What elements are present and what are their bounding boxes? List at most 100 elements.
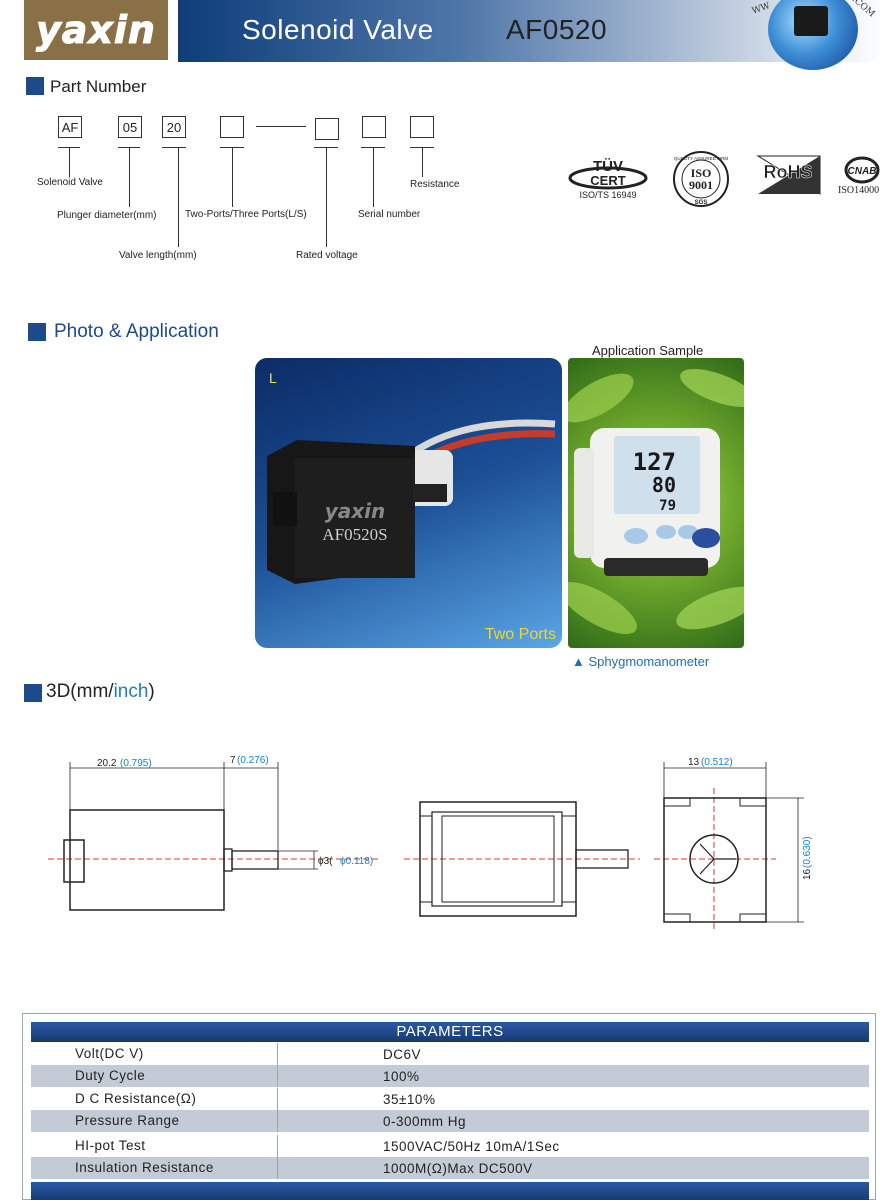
width-mm-label: 13 [688, 757, 700, 768]
globe-valve-image [794, 6, 828, 36]
param-key: Duty Cycle [75, 1068, 146, 1083]
label-rated-voltage: Rated voltage [296, 250, 358, 261]
product-model-text: AF0520S [322, 525, 387, 544]
dia-mm-label: ϕ3( [318, 856, 333, 867]
part-box-resistance [410, 116, 434, 138]
leader-v [129, 147, 130, 207]
leader-v [326, 147, 327, 247]
port-in-label: (0.276) [237, 755, 269, 766]
leader-v [69, 147, 70, 177]
col-divider [277, 1110, 278, 1132]
leader-h [162, 147, 186, 148]
photo-corner-label: L [269, 370, 277, 386]
iso9001-logo: QUALITY ASSURED FIRM ISO 9001 SGS [672, 150, 730, 208]
dimensions-heading-prefix: 3D(mm/ [46, 681, 114, 702]
page-title: Solenoid Valve [242, 14, 434, 45]
leader-v [232, 147, 233, 207]
width-in-label: (0.512) [701, 757, 733, 768]
label-resistance: Resistance [410, 179, 460, 190]
cnab-text: CNAB [848, 166, 877, 177]
param-value: 35±10% [383, 1092, 436, 1107]
bp-sys-value: 127 [633, 448, 676, 476]
part-dash [256, 126, 306, 127]
application-photo: 127 80 79 [568, 358, 744, 648]
bp-pulse-value: 79 [659, 498, 676, 514]
label-valve-length: Valve length(mm) [119, 250, 197, 261]
product-photo: L yaxin AF0520S Two Ports [255, 358, 562, 648]
param-key: Volt(DC V) [75, 1046, 144, 1061]
brand-logo: yaxin [24, 0, 168, 60]
tuv-cert-logo: TÜV CERT ISO/TS 16949 [566, 152, 650, 204]
param-value: 100% [383, 1069, 420, 1084]
height-mm-label: 16 [802, 868, 813, 880]
section-view-drawing [404, 801, 640, 917]
page-header: yaxin Solenoid Valve AF0520 WW .COM [0, 0, 884, 70]
leader-v [422, 147, 423, 177]
section-marker [24, 684, 42, 702]
part-box-length: 20 [162, 116, 186, 138]
leader-v [178, 147, 179, 247]
dimension-drawings: 20.2 (0.795) 7 (0.276) ϕ3( ϕ0.118) 13 (0… [48, 755, 813, 930]
label-plunger-diameter: Plunger diameter(mm) [57, 210, 157, 221]
parameters-table: PARAMETERS Volt(DC V) DC6V Duty Cycle 10… [22, 1013, 876, 1200]
param-value: 1000M(Ω)Max DC500V [383, 1161, 533, 1176]
end-view-drawing: 13 (0.512) 16 (0.630) [654, 757, 813, 930]
port-mm-label: 7 [230, 755, 236, 766]
col-divider [277, 1157, 278, 1179]
param-key: Insulation Resistance [75, 1160, 214, 1175]
table-row: Duty Cycle 100% [31, 1065, 869, 1087]
table-row: HI-pot Test 1500VAC/50Hz 10mA/1Sec [31, 1135, 869, 1157]
parameters-title: PARAMETERS [31, 1022, 869, 1042]
col-divider [277, 1043, 278, 1065]
dimensions-heading-inch: inch [113, 681, 149, 702]
tuv-top-text: TÜV [593, 158, 623, 175]
dimensions-heading-suffix: ) [148, 681, 155, 702]
height-in-label: (0.630) [802, 836, 813, 868]
part-box-voltage [315, 118, 339, 140]
rohs-text: RoHS [764, 162, 813, 182]
product-logo-text: yaxin [325, 499, 386, 523]
col-divider [277, 1135, 278, 1157]
section-marker [26, 77, 44, 95]
photo-heading: Photo & Application [54, 321, 219, 342]
application-title: Application Sample [592, 343, 704, 358]
tuv-bottom-text: ISO/TS 16949 [579, 190, 636, 200]
len-mm-label: 20.2 [97, 758, 117, 769]
table-row: Volt(DC V) DC6V [31, 1043, 869, 1065]
valve-photo-illustration: yaxin AF0520S [267, 419, 556, 584]
param-key: HI-pot Test [75, 1138, 146, 1153]
part-box-serial [362, 116, 386, 138]
table-footer-bar [31, 1182, 869, 1200]
title-bar: Solenoid Valve AF0520 [178, 0, 884, 62]
bp-dia-value: 80 [652, 473, 676, 497]
dia-in-label: ϕ0.118) [340, 856, 373, 867]
param-key: D C Resistance(Ω) [75, 1091, 197, 1106]
iso-top-text: QUALITY ASSURED FIRM [674, 156, 728, 161]
side-view-drawing: 20.2 (0.795) 7 (0.276) ϕ3( ϕ0.118) [48, 755, 380, 911]
param-value: 1500VAC/50Hz 10mA/1Sec [383, 1139, 560, 1154]
leader-v [373, 147, 374, 207]
label-ports: Two-Ports/Three Ports(L/S) [185, 209, 307, 220]
dimensions-heading: 3D(mm/inch) [46, 681, 155, 703]
table-row: Pressure Range 0-300mm Hg [31, 1110, 869, 1132]
label-solenoid-valve: Solenoid Valve [37, 177, 103, 188]
bp-monitor-illustration: 127 80 79 [568, 369, 744, 634]
part-box-plunger: 05 [118, 116, 142, 138]
label-serial-number: Serial number [358, 209, 421, 220]
param-key: Pressure Range [75, 1113, 180, 1128]
part-box-af: AF [58, 116, 82, 138]
iso14000-text: ISO14000 [838, 185, 879, 196]
part-box-ports [220, 116, 244, 138]
cnab-logo: CNAB ISO14000 [836, 154, 884, 196]
two-ports-label: Two Ports [484, 626, 556, 643]
col-divider [277, 1065, 278, 1087]
len-in-label: (0.795) [120, 758, 152, 769]
iso-bottom-text: SGS [695, 200, 708, 206]
part-number-heading: Part Number [50, 77, 147, 96]
model-number: AF0520 [506, 14, 608, 45]
iso-mid2-text: 9001 [689, 178, 713, 192]
rohs-logo: RoHS [754, 154, 824, 196]
logo-text: yaxin [35, 8, 156, 53]
section-marker [28, 323, 46, 341]
application-caption: ▲ Sphygmomanometer [572, 654, 710, 669]
